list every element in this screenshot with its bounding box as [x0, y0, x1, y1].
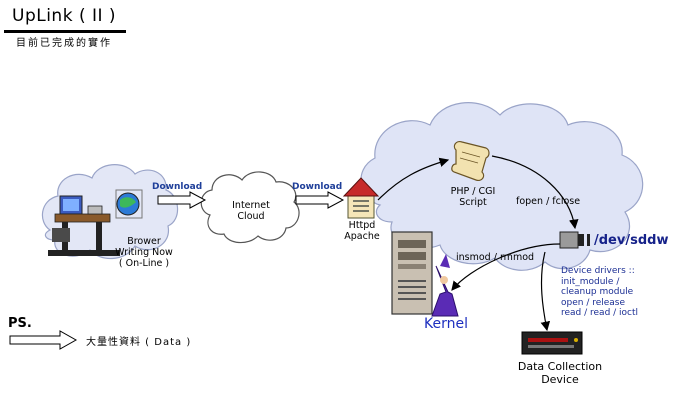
ps-data-arrow: [9, 330, 78, 350]
device-driver-icon: [559, 231, 590, 249]
httpd-to-script-arrow: [377, 157, 450, 201]
httpd-icon: [342, 177, 380, 219]
device-path-label: /dev/sddw: [594, 233, 669, 248]
driver-to-kernel-arrow: [451, 243, 561, 291]
data-collection-label: Data Collection Device: [517, 360, 603, 386]
download-arrow-1: [157, 191, 207, 209]
download-label-1: Download: [152, 182, 203, 192]
download-arrow-2: [295, 191, 345, 209]
internet-cloud-label: Internet Cloud: [232, 200, 270, 222]
workstation-icon: [48, 189, 143, 256]
fopen-label: fopen / fclose: [516, 196, 581, 207]
page-title: UpLink ( II ): [12, 6, 117, 26]
ps-label: PS.: [8, 316, 32, 331]
kernel-wizard-icon: [431, 254, 459, 317]
download-label-2: Download: [292, 182, 343, 192]
ps-data-text: 大量性資料 ( Data ): [86, 337, 192, 348]
server-tower-icon: [391, 231, 433, 315]
device-drivers-label: Device drivers :: init_module / cleanup …: [561, 266, 639, 318]
driver-to-device-arrow: [540, 251, 551, 332]
page-subtitle: 目前已完成的實作: [16, 38, 112, 49]
script-to-driver-arrow: [491, 155, 579, 230]
client-label: Brower Writing Now ( On-Line ): [115, 236, 173, 269]
script-label: PHP / CGI Script: [450, 186, 496, 208]
httpd-label: Httpd Apache: [344, 220, 380, 242]
kernel-label: Kernel: [424, 316, 468, 332]
internet-cloud: [200, 171, 300, 244]
title-underline: [4, 30, 126, 33]
data-collection-device-icon: [521, 331, 583, 355]
insmod-label: insmod / rmmod: [456, 252, 535, 263]
script-scroll-icon: [451, 141, 490, 181]
